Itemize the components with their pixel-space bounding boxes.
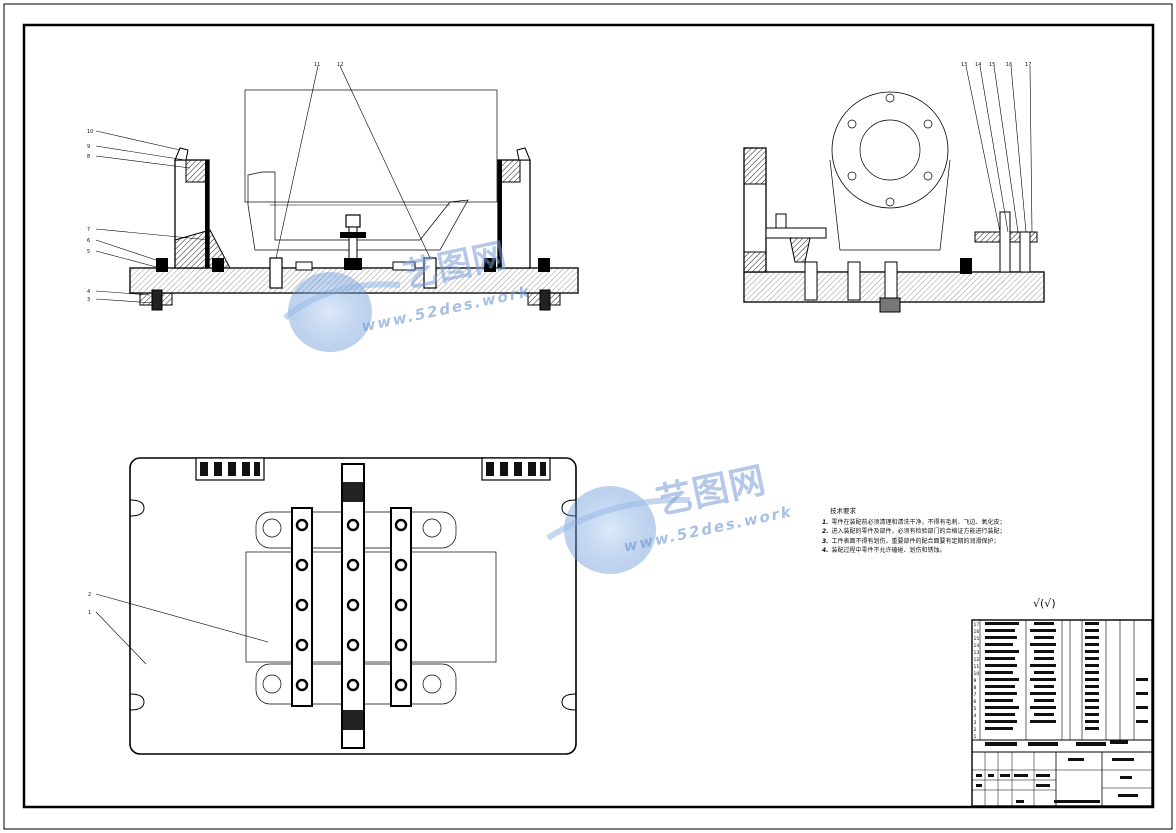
label-14: 14: [975, 62, 981, 68]
row-number: 9: [974, 678, 977, 684]
label-12: 12: [337, 62, 343, 68]
title-block: [971, 619, 1153, 807]
label-4: 4: [87, 289, 90, 295]
notes-heading: 技术要求: [830, 507, 856, 515]
note-item-4: 4.装配过程中零件不允许磕碰、划伤和锈蚀。: [822, 547, 946, 555]
row-number: 2: [974, 727, 977, 733]
row-number: 6: [974, 699, 977, 705]
label-16: 16: [1006, 62, 1012, 68]
label-13: 13: [961, 62, 967, 68]
outer-border: [3, 3, 1173, 830]
row-number: 4: [974, 713, 977, 719]
label-17: 17: [1025, 62, 1031, 68]
title-block-rows: [976, 622, 1148, 803]
top-view: 2 1: [88, 457, 577, 755]
row-number: 7: [974, 692, 977, 698]
label-1: 1: [88, 610, 91, 616]
row-number: 15: [974, 636, 980, 642]
row-number: 5: [974, 706, 977, 712]
row-number: 14: [974, 643, 980, 649]
watermark-globe-icon: [283, 272, 401, 352]
row-number: 16: [974, 629, 980, 635]
label-5: 5: [87, 249, 90, 255]
label-6: 6: [87, 238, 90, 244]
note-item-3: 3.工件表面不得有划伤，重要部件的配合面要有定期的润滑保护；: [822, 537, 1000, 545]
label-2: 2: [88, 592, 91, 598]
drawing-frame: [22, 23, 1155, 809]
side-view: 13 14 15 16 17: [743, 62, 1045, 313]
row-number: 3: [974, 720, 977, 726]
label-10: 10: [87, 129, 93, 135]
note-item-1: 1.零件在装配前必须清理和清洗干净，不得有毛刺、飞边、氧化皮；: [822, 518, 1006, 526]
label-8: 8: [87, 154, 90, 160]
label-7: 7: [87, 227, 90, 233]
row-number: 13: [974, 650, 980, 656]
watermark-globe-icon-2: [546, 486, 691, 574]
row-number: 11: [974, 664, 980, 670]
row-number: 8: [974, 685, 977, 691]
technical-requirements: 技术要求 1.零件在装配前必须清理和清洗干净，不得有毛刺、飞边、氧化皮； 2.进…: [822, 507, 1062, 556]
label-15: 15: [989, 62, 995, 68]
label-11: 11: [314, 62, 320, 68]
row-number: 17: [974, 622, 980, 628]
row-number: 12: [974, 657, 980, 663]
note-item-2: 2.进入装配的零件及部件，必须有检验部门的合格证方能进行装配；: [822, 528, 1006, 536]
label-9: 9: [87, 144, 90, 150]
row-number: 1: [974, 734, 977, 740]
roughness-symbol: √(√): [1033, 597, 1056, 610]
row-number: 10: [974, 671, 980, 677]
label-3: 3: [87, 297, 90, 303]
